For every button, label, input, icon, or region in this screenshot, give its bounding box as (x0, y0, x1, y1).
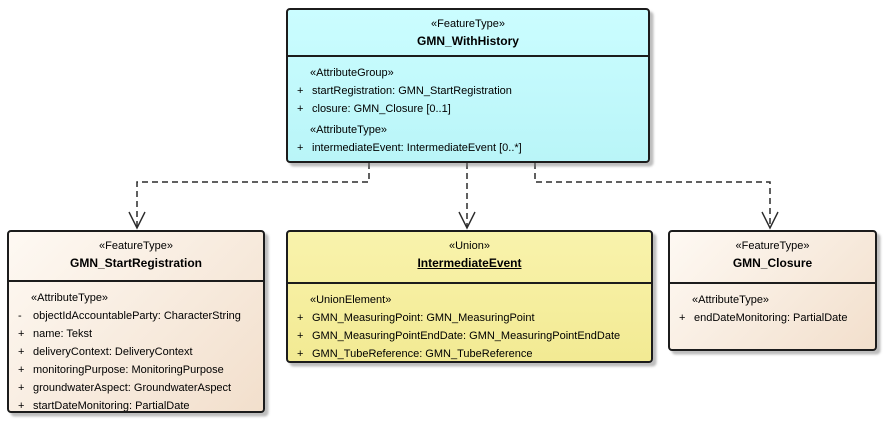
class-stereotype: «FeatureType» (735, 240, 810, 252)
class-name: IntermediateEvent (417, 256, 522, 270)
attribute-text: closure: GMN_Closure [0..1] (312, 103, 451, 115)
class-box-gmn-startregistration[interactable]: «FeatureType» GMN_StartRegistration «Att… (7, 230, 265, 413)
visibility-symbol: + (18, 400, 25, 412)
class-stereotype: «Union» (449, 240, 490, 252)
attribute-row: + GMN_MeasuringPoint: GMN_MeasuringPoint (288, 309, 651, 327)
attribute-row: + closure: GMN_Closure [0..1] (288, 100, 648, 118)
attribute-text: objectIdAccountableParty: CharacterStrin… (33, 310, 241, 322)
section-stereotype: «AttributeType» (692, 294, 770, 306)
attribute-text: startDateMonitoring: PartialDate (33, 400, 190, 412)
attribute-text: groundwaterAspect: GroundwaterAspect (33, 382, 232, 394)
attribute-row: + intermediateEvent: IntermediateEvent [0… (288, 139, 648, 157)
class-title: «Union» IntermediateEvent (288, 232, 651, 284)
attribute-text: GMN_TubeReference: GMN_TubeReference (312, 348, 533, 360)
visibility-symbol: + (297, 312, 304, 324)
attribute-row: -objectIdAccountableParty: CharacterStri… (9, 307, 263, 325)
attribute-text: monitoringPurpose: MonitoringPurpose (33, 364, 224, 376)
class-stereotype: «FeatureType» (431, 18, 505, 30)
class-box-gmn-withhistory[interactable]: «FeatureType» GMN_WithHistory «Attribute… (286, 8, 650, 163)
class-title: «FeatureType» GMN_WithHistory (288, 10, 648, 57)
attribute-row: + name: Tekst (9, 325, 263, 343)
class-title: «FeatureType» GMN_StartRegistration (9, 232, 263, 282)
attributes-compartment: «UnionElement» + GMN_MeasuringPoint: GMN_M… (288, 284, 651, 361)
attribute-row: + groundwaterAspect: GroundwaterAspect (9, 379, 263, 397)
section-stereotype: «AttributeType» (310, 124, 388, 136)
section-stereotype: «UnionElement» (310, 294, 392, 306)
attribute-text: GMN_MeasuringPoint: GMN_MeasuringPoint (312, 312, 535, 324)
attribute-row: + GMN_MeasuringPointEndDate: GMN_Measurin… (288, 327, 651, 345)
attribute-text: name: Tekst (33, 328, 93, 340)
attribute-row: + startRegistration: GMN_StartRegistratio… (288, 82, 648, 100)
visibility-symbol: + (18, 328, 25, 340)
class-name: GMN_Closure (732, 256, 813, 270)
section-stereotype: «AttributeGroup» (310, 67, 394, 79)
visibility-symbol: + (297, 103, 304, 115)
attribute-text: startRegistration: GMN_StartRegistration (312, 85, 512, 97)
attribute-row: + startDateMonitoring: PartialDate (9, 397, 263, 412)
visibility-symbol: + (297, 142, 304, 154)
visibility-symbol: + (297, 348, 304, 360)
dependency-arrow-startregistration[interactable] (128, 163, 370, 230)
class-name: GMN_WithHistory (417, 34, 519, 48)
attribute-row: + deliveryContext: DeliveryContext (9, 343, 263, 361)
attribute-text: deliveryContext: DeliveryContext (33, 346, 193, 358)
class-box-intermediateevent[interactable]: «Union» IntermediateEvent «UnionElement»… (286, 230, 653, 363)
attributes-compartment: «AttributeGroup» + startRegistration: GMN_… (288, 57, 648, 157)
visibility-symbol: + (18, 346, 25, 358)
visibility-symbol: + (297, 85, 304, 97)
visibility-symbol: + (679, 312, 686, 324)
class-box-gmn-closure[interactable]: «FeatureType» GMN_Closure «AttributeType… (668, 230, 877, 351)
class-stereotype: «FeatureType» (99, 240, 173, 252)
visibility-symbol: - (18, 310, 22, 322)
dependency-arrow-closure[interactable] (534, 163, 779, 230)
section-stereotype: «AttributeType» (31, 292, 109, 304)
attribute-row: + monitoringPurpose: MonitoringPurpose (9, 361, 263, 379)
dependency-arrow-intermediateevent[interactable] (458, 163, 476, 230)
attribute-text: intermediateEvent: IntermediateEvent [0.… (312, 142, 522, 154)
visibility-symbol: + (18, 364, 25, 376)
attributes-compartment: «AttributeType» + endDateMonitoring: Parti… (670, 284, 875, 327)
attribute-row: + endDateMonitoring: PartialDate (670, 309, 875, 327)
attribute-text: GMN_MeasuringPointEndDate: GMN_Measuring… (312, 330, 621, 342)
class-name: GMN_StartRegistration (69, 256, 203, 270)
visibility-symbol: + (297, 330, 304, 342)
visibility-symbol: + (18, 382, 25, 394)
attribute-text: endDateMonitoring: PartialDate (694, 312, 848, 324)
attributes-compartment: «AttributeType»-objectIdAccountableParty… (9, 282, 263, 412)
attribute-row: + GMN_TubeReference: GMN_TubeReference (288, 345, 651, 361)
class-title: «FeatureType» GMN_Closure (670, 232, 875, 284)
